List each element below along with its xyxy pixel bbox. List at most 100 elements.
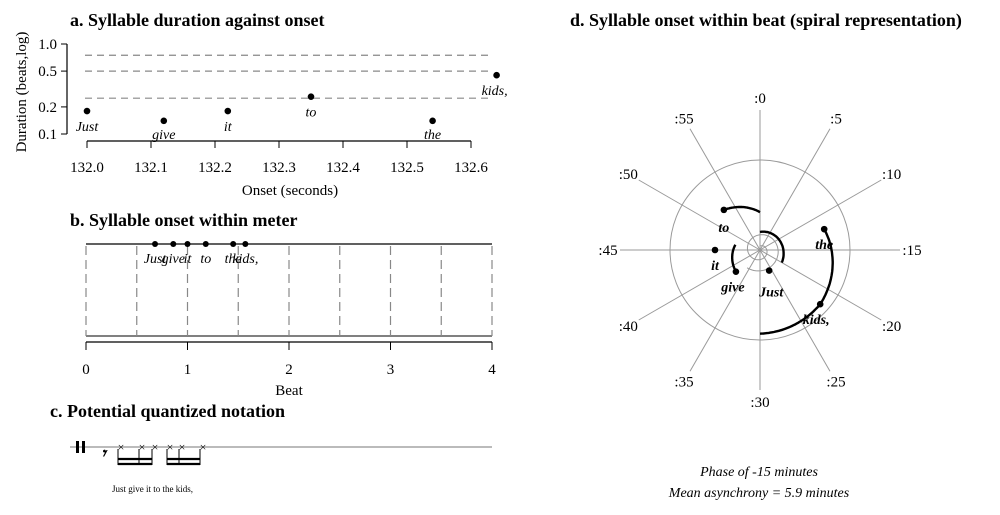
clock-label: :55	[674, 111, 693, 127]
spiral-segment	[819, 228, 834, 305]
x-tick-label: 132.0	[70, 160, 104, 176]
data-point	[202, 241, 209, 247]
note-head: ×	[152, 440, 159, 454]
point-label: give	[152, 128, 175, 143]
point-label: it	[224, 120, 233, 135]
point-label: give	[162, 252, 185, 267]
beat-lines	[85, 246, 493, 336]
x-tick-label: 132.3	[262, 160, 296, 176]
data-point	[493, 71, 500, 79]
clock-spoke	[759, 128, 831, 251]
note-head: ×	[167, 440, 174, 454]
clock-spokes	[620, 110, 900, 390]
clock-label: :50	[619, 167, 638, 183]
x-axis-label: Onset (seconds)	[242, 183, 338, 199]
data-point	[184, 241, 191, 247]
reference-lines	[85, 54, 493, 99]
spiral-path	[746, 234, 779, 272]
clock-label: :10	[882, 167, 901, 183]
data-point	[152, 241, 159, 247]
lyrics: Just give it to the kids,	[112, 484, 193, 494]
panel-a-title: a. Syllable duration against onset	[70, 10, 325, 30]
x-tick-label: 132.4	[326, 160, 360, 176]
point-label: it	[184, 252, 193, 267]
panel-b-title: b. Syllable onset within meter	[70, 210, 298, 230]
phase-text: Phase of -15 minutes	[699, 465, 818, 480]
point-label: to	[718, 221, 729, 236]
x-tick-label: 132.6	[454, 160, 488, 176]
point-label: to	[200, 252, 211, 267]
point-label: it	[711, 259, 720, 274]
y-tick-label: 0.1	[38, 127, 57, 143]
spiral-segment	[759, 303, 822, 335]
clock-label: :35	[674, 375, 693, 391]
panel-a: a. Syllable duration against onset 0.1 0.…	[14, 10, 508, 199]
spiral-segments	[723, 205, 834, 335]
point-label: the	[815, 238, 833, 253]
x-tick-label: 2	[285, 362, 293, 378]
note-head: ×	[118, 440, 125, 454]
point-label: kids,	[803, 313, 830, 328]
data-point	[711, 246, 719, 254]
panel-d: d. Syllable onset within beat (spiral re…	[570, 10, 962, 501]
clock-spoke	[638, 179, 761, 251]
point-label: Just	[758, 286, 784, 301]
point-label: Just	[76, 120, 100, 135]
clock-label: :0	[754, 91, 766, 107]
note-head: ×	[139, 440, 146, 454]
x-tick-label: 132.1	[134, 160, 168, 176]
rest-symbol: 𝄾	[101, 444, 108, 463]
clock-label: :20	[882, 319, 901, 335]
data-point	[765, 267, 773, 274]
panel-c: c. Potential quantized notation 𝄾 ××××××…	[50, 401, 492, 494]
note-head: ×	[179, 440, 186, 454]
x-tick-label: 0	[82, 362, 90, 378]
clock-spoke	[689, 249, 761, 372]
x-tick-label: 132.5	[390, 160, 424, 176]
data-point	[429, 117, 436, 125]
notation: ××××××	[117, 440, 206, 466]
clock-spoke	[759, 249, 882, 321]
spiral-segment	[731, 244, 738, 273]
spiral-segment	[759, 230, 785, 264]
clock-label: :30	[750, 395, 769, 411]
clock-spoke	[638, 249, 761, 321]
panel-d-title: d. Syllable onset within beat (spiral re…	[570, 10, 962, 31]
point-label: give	[720, 281, 744, 296]
data-point	[160, 117, 168, 125]
x-tick-label: 132.2	[198, 160, 232, 176]
point-label: kids,	[482, 84, 508, 99]
clock-label: :45	[598, 243, 617, 259]
point-label: the	[225, 252, 242, 267]
spiral-segment	[723, 205, 761, 214]
percussion-clef	[82, 441, 85, 453]
clock-spoke	[689, 128, 761, 251]
point-label: Just	[144, 252, 168, 267]
data-point	[307, 93, 315, 100]
data-point	[83, 107, 91, 115]
y-tick-label: 1.0	[38, 37, 57, 53]
data-point	[230, 241, 237, 247]
data-point	[224, 107, 232, 115]
clock-label: :15	[902, 243, 921, 259]
y-tick-label: 0.5	[38, 64, 57, 80]
data-point	[732, 268, 740, 275]
x-tick-label: 1	[184, 362, 192, 378]
panel-c-title: c. Potential quantized notation	[50, 401, 285, 421]
clock-labels: :0:5:10:15:20:25:30:35:40:45:50:55	[598, 91, 921, 411]
data-point	[720, 206, 728, 214]
percussion-clef	[76, 441, 79, 453]
x-tick-label: 4	[488, 362, 496, 378]
x-ticks: 132.0 132.1 132.2 132.3 132.4 132.5 132.6	[70, 141, 488, 176]
data-point	[816, 300, 824, 308]
clock-spoke	[759, 179, 882, 251]
data-point	[820, 225, 828, 233]
point-label: to	[306, 106, 317, 121]
clock-label: :25	[826, 375, 845, 391]
mean-asynchrony-text: Mean asynchrony = 5.9 minutes	[668, 486, 850, 501]
